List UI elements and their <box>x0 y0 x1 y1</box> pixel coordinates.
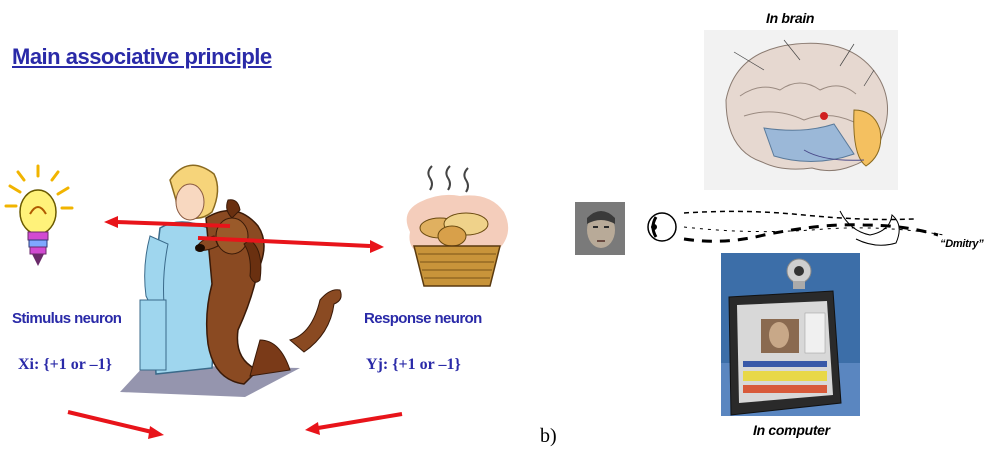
name-label: “Dmitry” <box>940 238 984 250</box>
visual-pathway <box>647 210 945 246</box>
slide-title: Main associative principle <box>12 44 272 69</box>
panel-letter: b) <box>540 425 557 447</box>
girl-figure <box>139 164 219 375</box>
eye-icon <box>647 212 677 242</box>
face-thumbnail <box>575 202 625 255</box>
associative-illustration <box>4 164 509 439</box>
laptop-photo <box>721 253 860 416</box>
computer-caption: In computer <box>753 422 830 438</box>
stimulus-formula: Xi: {+1 or –1} <box>18 356 112 373</box>
stimulus-neuron-label: Stimulus neuron <box>12 310 122 327</box>
webcam-icon <box>786 258 812 289</box>
brain-caption: In brain <box>766 10 815 26</box>
bread-basket-icon <box>406 165 509 287</box>
association-arrows <box>67 216 403 439</box>
response-formula: Yj: {+1 or –1} <box>366 356 461 373</box>
lightbulb-icon <box>4 164 74 266</box>
response-neuron-label: Response neuron <box>364 310 482 327</box>
brain-diagram <box>704 30 898 190</box>
